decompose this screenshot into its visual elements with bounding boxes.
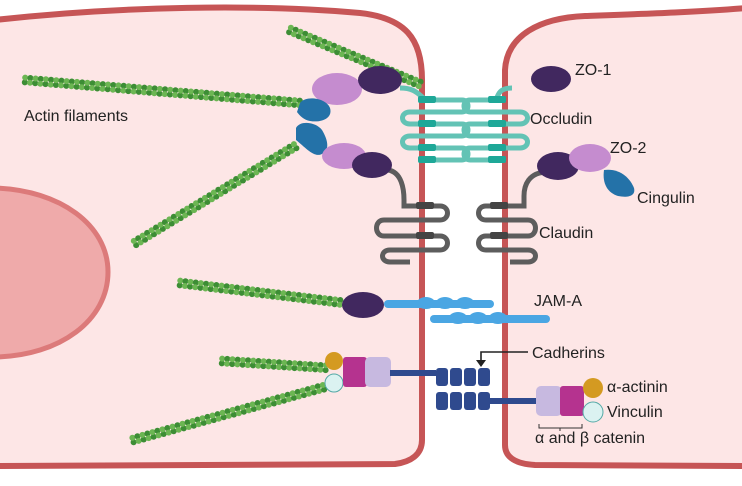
label-vinculin: Vinculin: [607, 404, 663, 421]
left-cell: [0, 4, 425, 469]
label-claudin: Claudin: [539, 225, 593, 242]
actin-filament: [218, 355, 329, 374]
zo-complex-middle-left: [296, 122, 392, 178]
catenin-bracket: [538, 424, 583, 431]
label-zo2: ZO-2: [610, 140, 647, 157]
right-cell: [502, 5, 742, 469]
actin-filament: [129, 382, 328, 446]
claudin-protein: [374, 167, 549, 265]
catenin-complex-right: [490, 378, 604, 423]
label-zo1: ZO-1: [575, 62, 612, 79]
catenin-complex-left: [324, 352, 436, 393]
zo2-complex-right: [537, 144, 635, 197]
label-alpha-actinin: α-actinin: [607, 379, 668, 396]
label-cingulin: Cingulin: [637, 190, 695, 207]
actin-filament: [176, 277, 344, 308]
cadherins-arrowhead-icon: [476, 360, 486, 367]
label-actin-filaments: Actin filaments: [24, 108, 128, 125]
label-catenin: α and β catenin: [535, 430, 645, 447]
zo-complex-upper-left: [297, 66, 402, 122]
zo1-right: [531, 66, 571, 92]
label-occludin: Occludin: [530, 111, 592, 128]
nucleus: [0, 185, 111, 360]
occludin-markers: [418, 96, 506, 163]
actin-filament: [130, 141, 300, 249]
cadherins-pointer: [480, 351, 528, 360]
label-cadherins: Cadherins: [532, 345, 605, 362]
label-jam-a: JAM-A: [534, 293, 582, 310]
cadherin-domains: [436, 368, 490, 410]
jam-a-protein: [342, 292, 550, 324]
claudin-markers: [416, 202, 508, 239]
